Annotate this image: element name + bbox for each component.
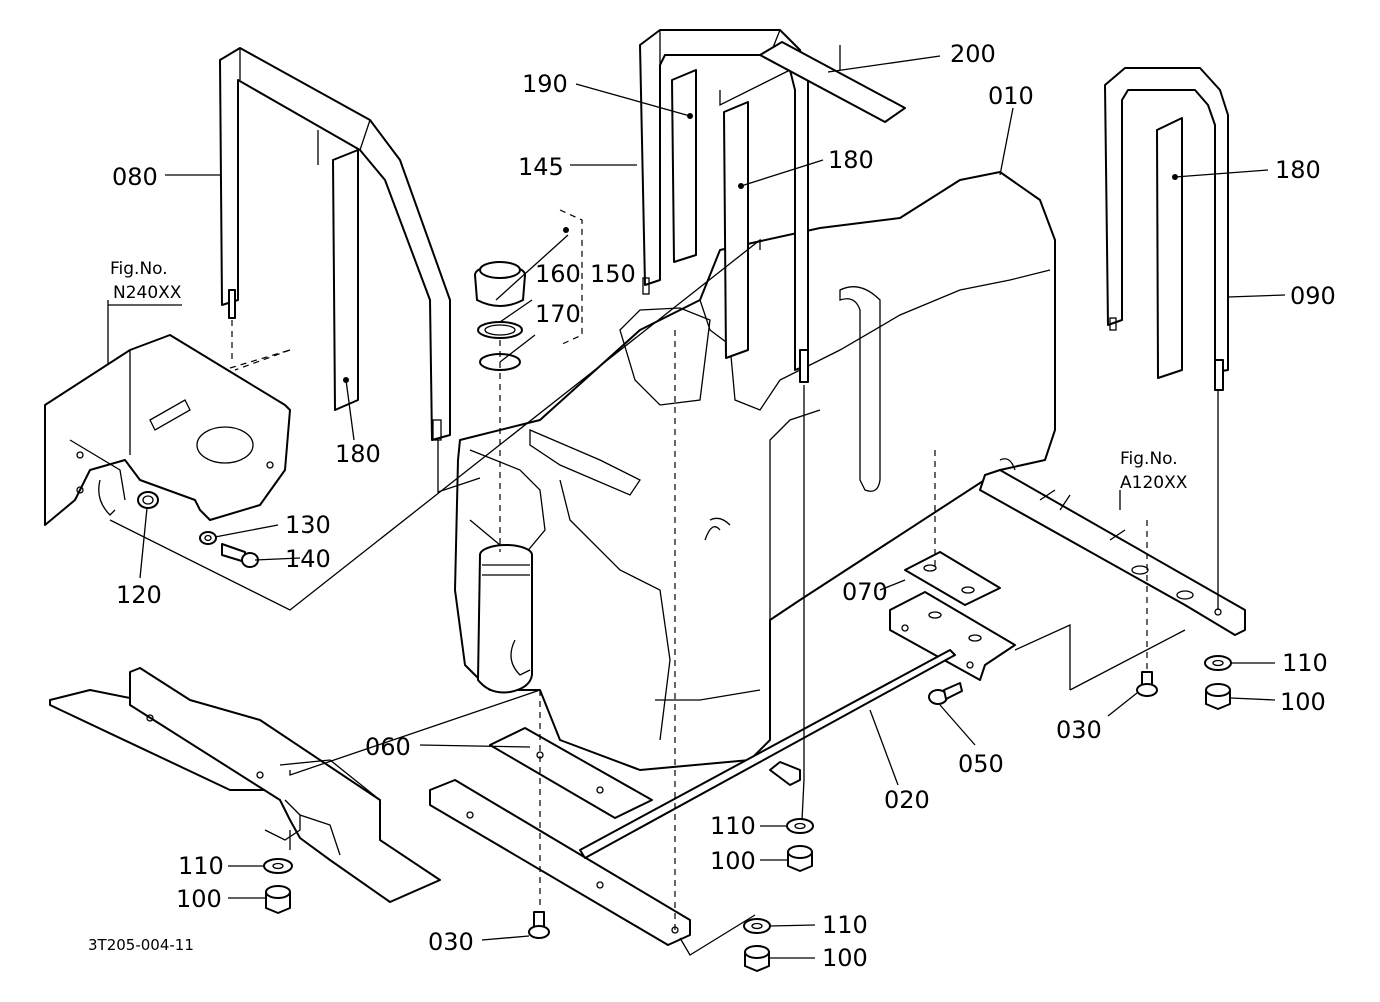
leader-dots bbox=[343, 113, 1178, 383]
fig-ref-right-line1: Fig.No. bbox=[1120, 449, 1178, 469]
bolt-030-right[interactable] bbox=[1136, 671, 1158, 697]
pad-180-left[interactable] bbox=[332, 149, 359, 411]
callout-050: 050 bbox=[958, 750, 1004, 778]
washer-110-left[interactable] bbox=[263, 858, 293, 874]
washer-110-bottom[interactable] bbox=[743, 918, 771, 934]
nut-100-right[interactable] bbox=[1205, 683, 1231, 710]
callout-170: 170 bbox=[535, 300, 581, 328]
document-code: 3T205-004-11 bbox=[88, 936, 194, 954]
callout-060: 060 bbox=[365, 733, 411, 761]
callout-070: 070 bbox=[842, 578, 888, 606]
washer-130[interactable] bbox=[199, 531, 217, 545]
callout-145: 145 bbox=[518, 153, 564, 181]
callout-030-bottom: 030 bbox=[428, 928, 474, 956]
plate-060[interactable] bbox=[489, 727, 653, 819]
callout-020: 020 bbox=[884, 786, 930, 814]
filler-neck bbox=[477, 544, 533, 694]
washer-110-middle[interactable] bbox=[786, 818, 814, 834]
fig-ref-left-line1: Fig.No. bbox=[110, 259, 168, 279]
plate-070[interactable] bbox=[904, 551, 1001, 606]
callout-200: 200 bbox=[950, 40, 996, 68]
assembly-lines bbox=[107, 45, 1219, 956]
callout-140: 140 bbox=[285, 545, 331, 573]
fig-ref-left-line2: N240XX bbox=[113, 283, 182, 303]
callout-180-right: 180 bbox=[1275, 156, 1321, 184]
callout-100-left: 100 bbox=[176, 885, 222, 913]
callout-100-bottom: 100 bbox=[822, 944, 868, 972]
bracket-assembly-left bbox=[44, 334, 291, 526]
bolt-050[interactable] bbox=[928, 682, 963, 705]
callout-180-middle: 180 bbox=[828, 146, 874, 174]
callout-110-right: 110 bbox=[1282, 649, 1328, 677]
mount-bracket-right bbox=[889, 591, 1016, 681]
callout-120: 120 bbox=[116, 581, 162, 609]
stud-bolts bbox=[228, 289, 1224, 391]
base-frame-020[interactable] bbox=[429, 649, 956, 946]
bracket-assembly-right bbox=[979, 469, 1246, 636]
callout-080: 080 bbox=[112, 163, 158, 191]
callout-130: 130 bbox=[285, 511, 331, 539]
pad-180-right[interactable] bbox=[1156, 117, 1183, 379]
collar-120[interactable] bbox=[137, 491, 159, 509]
callout-100-right: 100 bbox=[1280, 688, 1326, 716]
fig-ref-right-line2: A120XX bbox=[1120, 473, 1188, 493]
callout-100-middle: 100 bbox=[710, 847, 756, 875]
callout-110-left: 110 bbox=[178, 852, 224, 880]
pad-200[interactable] bbox=[759, 41, 906, 123]
washer-110-right[interactable] bbox=[1204, 655, 1232, 671]
callout-110-middle: 110 bbox=[710, 812, 756, 840]
callout-030-right: 030 bbox=[1056, 716, 1102, 744]
nut-100-middle[interactable] bbox=[787, 845, 813, 872]
callout-labels: 200 010 190 180 145 080 180 090 160 150 … bbox=[88, 40, 1336, 972]
bolt-140[interactable] bbox=[221, 543, 259, 568]
nut-100-bottom[interactable] bbox=[744, 945, 770, 972]
callout-010: 010 bbox=[988, 82, 1034, 110]
bolt-030-bottom[interactable] bbox=[528, 911, 550, 939]
callout-150: 150 bbox=[590, 260, 636, 288]
leader-lines bbox=[139, 55, 1286, 959]
floor-channel-left bbox=[49, 667, 441, 903]
callout-090: 090 bbox=[1290, 282, 1336, 310]
pad-190[interactable] bbox=[671, 69, 697, 263]
nut-100-left[interactable] bbox=[265, 885, 291, 914]
callout-180-left: 180 bbox=[335, 440, 381, 468]
pad-180-middle[interactable] bbox=[723, 101, 749, 359]
fuel-cap-160[interactable] bbox=[474, 261, 526, 307]
seal-ring-170[interactable] bbox=[477, 321, 523, 339]
callout-160: 160 bbox=[535, 260, 581, 288]
callout-190: 190 bbox=[522, 70, 568, 98]
callout-110-bottom: 110 bbox=[822, 911, 868, 939]
